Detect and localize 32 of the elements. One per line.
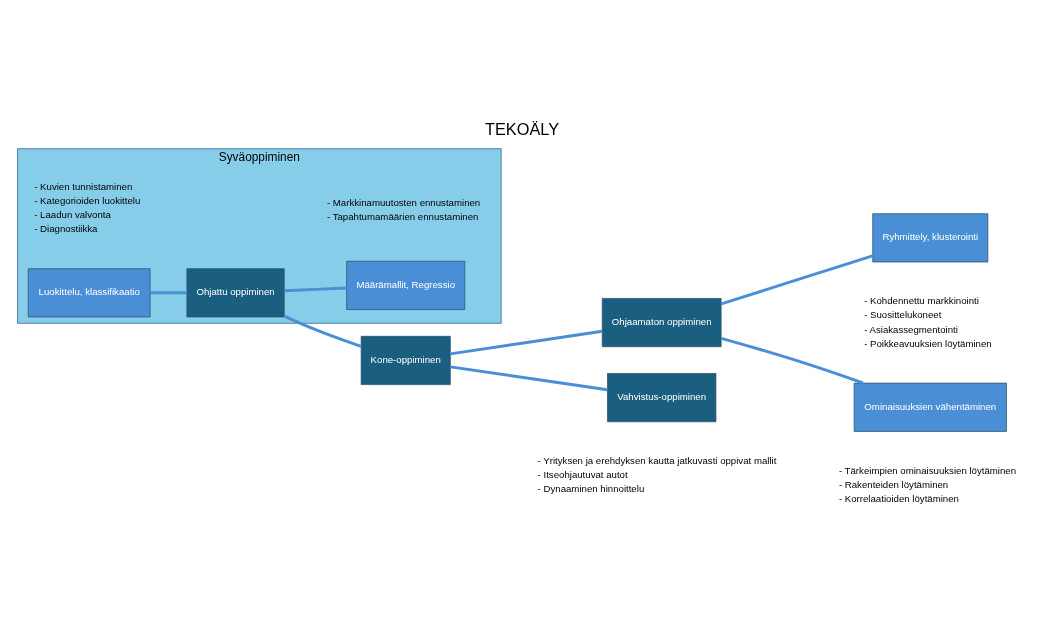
node-label: - Tapahtumamäärien ennustaminen: [326, 210, 479, 222]
connector: [284, 286, 347, 292]
node-box: Luokittelu, klassifikaatio: [27, 267, 151, 317]
node-label: - Itseohjautuvat autot: [537, 468, 628, 480]
diagram-title: TEKOÄLY: [484, 119, 560, 138]
node-label: - Suosittelukoneet: [864, 308, 942, 320]
node-box: Määrämallit, Regressio: [346, 260, 466, 310]
node-box: Vahvistus-oppiminen: [607, 372, 717, 422]
node-label: - Diagnostiikka: [34, 222, 98, 234]
node-label: - Dynaaminen hinnoittelu: [537, 482, 645, 494]
node-label: - Laadun valvonta: [34, 208, 111, 220]
node-box: Ryhmittely, klusterointi: [872, 212, 989, 262]
node-box: Ohjaamaton oppiminen: [601, 297, 722, 347]
node-label: - Markkinamuutosten ennustaminen: [326, 196, 481, 208]
connector: [720, 336, 864, 384]
node-box: Ohjattu oppiminen: [186, 267, 285, 317]
node-label: - Rakenteiden löytäminen: [838, 478, 949, 490]
node-label: - Kuvien tunnistaminen: [34, 180, 133, 192]
node-label: - Kategorioiden luokittelu: [34, 194, 141, 206]
connector: [450, 329, 603, 355]
node-label: - Yrityksen ja erehdyksen kautta jatkuvasti oppivat mallit: [537, 454, 777, 466]
node-label: - Tärkeimpien ominaisuuksien löytäminen: [838, 464, 1017, 476]
node-label: - Kohdennettu markkinointi: [864, 294, 979, 306]
node-label: - Korrelaatioiden löytäminen: [838, 492, 959, 504]
connector: [720, 254, 874, 305]
connector: [283, 314, 362, 348]
connector: [150, 290, 187, 294]
node-label: - Poikkeavuuksien löytäminen: [864, 337, 992, 349]
node-box: Ominaisuuksien vähentäminen: [853, 382, 1007, 432]
node-label: - Asiakassegmentointi: [864, 323, 958, 335]
connector: [450, 364, 608, 391]
node-box: Kone-oppiminen: [360, 335, 451, 385]
